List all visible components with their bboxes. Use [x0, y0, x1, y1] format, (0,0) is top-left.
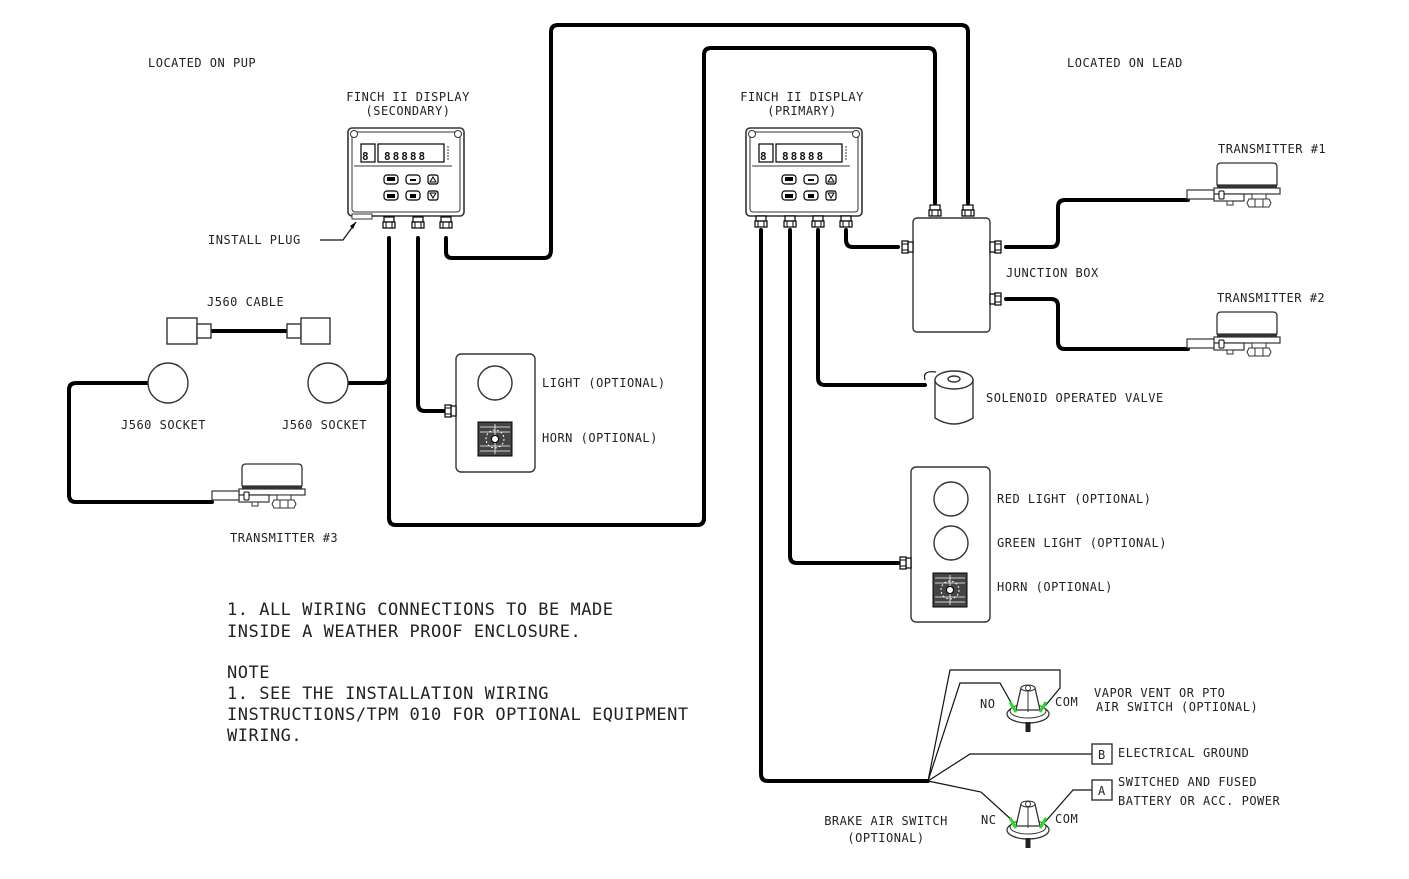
brake-air-switch — [1006, 800, 1050, 849]
lead-light-stack — [899, 466, 991, 623]
red-light-label: RED LIGHT (OPTIONAL) — [997, 492, 1152, 506]
transmitter-2-label: TRANSMITTER #2 — [1217, 291, 1325, 305]
vapor-vent-label-1: VAPOR VENT OR PTO — [1094, 686, 1225, 700]
wire-primary-to-solenoid — [816, 228, 927, 387]
wire-primary-to-junction — [844, 228, 900, 249]
nc-terminal-label: NC — [981, 813, 996, 827]
horn-optional-lead-label: HORN (OPTIONAL) — [997, 580, 1113, 594]
install-plug-leader — [320, 221, 357, 241]
transmitter-3 — [211, 463, 306, 509]
wire-secondary-to-junction-a — [444, 23, 970, 260]
note-line-1: 1. ALL WIRING CONNECTIONS TO BE MADE — [227, 600, 613, 620]
power-label-2: BATTERY OR ACC. POWER — [1118, 794, 1280, 808]
wiring-notes: 1. ALL WIRING CONNECTIONS TO BE MADE INS… — [227, 600, 689, 746]
transmitter-3-label: TRANSMITTER #3 — [230, 531, 338, 545]
box-b-letter: B — [1098, 748, 1106, 762]
j560-socket-right — [307, 362, 349, 404]
box-a — [1091, 779, 1113, 801]
solenoid-valve-label: SOLENOID OPERATED VALVE — [986, 391, 1164, 405]
header-lead: LOCATED ON LEAD — [1067, 56, 1183, 70]
wire-secondary-to-socket — [346, 236, 391, 385]
transmitter-2 — [1186, 311, 1281, 357]
j560-socket-left — [147, 362, 189, 404]
red-light-lamp — [933, 481, 969, 517]
horn-grille-lead-icon — [932, 572, 968, 608]
brake-switch-label-2: (OPTIONAL) — [847, 831, 924, 845]
junction-box-label: JUNCTION BOX — [1006, 266, 1099, 280]
display-primary-title: FINCH II DISPLAY — [740, 90, 864, 104]
solenoid-valve — [923, 370, 974, 425]
com-terminal-green — [1038, 701, 1048, 713]
display-secondary-title: FINCH II DISPLAY — [346, 90, 470, 104]
horn-grille-icon — [477, 421, 513, 457]
green-light-lamp — [933, 525, 969, 561]
light-optional-label: LIGHT (OPTIONAL) — [542, 376, 666, 390]
note-line-4: INSTRUCTIONS/TPM 010 FOR OPTIONAL EQUIPM… — [227, 705, 689, 725]
horn-optional-pup-label: HORN (OPTIONAL) — [542, 431, 658, 445]
green-light-label: GREEN LIGHT (OPTIONAL) — [997, 536, 1167, 550]
wire-junction-to-transmitter-2 — [1004, 297, 1190, 351]
finch-display-primary: 8 88888 FINCH II DISPLAY (PRIMARY) — [740, 90, 864, 228]
wire-secondary-to-light-box — [416, 236, 446, 413]
install-plug — [351, 213, 373, 220]
transmitter-1 — [1186, 162, 1281, 208]
note-line-3: 1. SEE THE INSTALLATION WIRING — [227, 684, 549, 704]
j560-cable-label: J560 CABLE — [207, 295, 284, 309]
display-secondary-subtitle: (SECONDARY) — [366, 104, 451, 118]
switch-wiring — [927, 669, 1092, 823]
install-plug-arrow-icon — [350, 222, 356, 229]
wiring-harness — [67, 23, 1190, 783]
vapor-vent-label-2: AIR SWITCH (OPTIONAL) — [1096, 700, 1258, 714]
power-label-1: SWITCHED AND FUSED — [1118, 775, 1257, 789]
com-terminal-top-label: COM — [1055, 695, 1078, 709]
nc-terminal-green — [1008, 817, 1018, 829]
wire-socket-to-transmitter-3 — [67, 381, 214, 504]
no-terminal-green — [1008, 701, 1018, 713]
j560-socket-right-label: J560 SOCKET — [282, 418, 367, 432]
finch-display-secondary: 8 88888 FINCH II DISPLAY (SECONDARY) — [346, 90, 470, 229]
header-pup: LOCATED ON PUP — [148, 56, 256, 70]
note-line-2: INSIDE A WEATHER PROOF ENCLOSURE. — [227, 622, 581, 642]
note-line-5: WIRING. — [227, 726, 302, 746]
com-terminal-bottom-green — [1038, 817, 1048, 829]
box-a-letter: A — [1098, 784, 1106, 798]
brake-switch-label-1: BRAKE AIR SWITCH — [824, 814, 948, 828]
vapor-vent-switch — [1006, 684, 1050, 733]
wire-primary-to-light-stack — [788, 228, 900, 565]
transmitter-1-label: TRANSMITTER #1 — [1218, 142, 1326, 156]
wire-pup-bottom-loop — [387, 374, 706, 527]
lcd-left-secondary: 8 — [362, 150, 369, 163]
install-plug-label: INSTALL PLUG — [208, 233, 301, 247]
junction-box — [901, 204, 1002, 333]
lcd-right-secondary: 88888 — [384, 150, 427, 163]
com-terminal-bottom-label: COM — [1055, 812, 1078, 826]
no-terminal-label: NO — [980, 697, 995, 711]
light-lamp — [477, 365, 513, 401]
lcd-right-primary: 88888 — [782, 150, 825, 163]
display-primary-subtitle: (PRIMARY) — [767, 104, 837, 118]
wire-pup-loop-to-junction-b — [702, 46, 937, 522]
electrical-ground-label: ELECTRICAL GROUND — [1118, 746, 1249, 760]
j560-cable — [166, 317, 331, 345]
note-heading: NOTE — [227, 663, 270, 683]
wire-primary-to-switches — [759, 228, 930, 783]
j560-socket-left-label: J560 SOCKET — [121, 418, 206, 432]
wire-junction-to-transmitter-1 — [1004, 198, 1190, 249]
lcd-left-primary: 8 — [760, 150, 767, 163]
pup-light-horn-box — [444, 353, 536, 473]
box-b — [1091, 743, 1113, 765]
